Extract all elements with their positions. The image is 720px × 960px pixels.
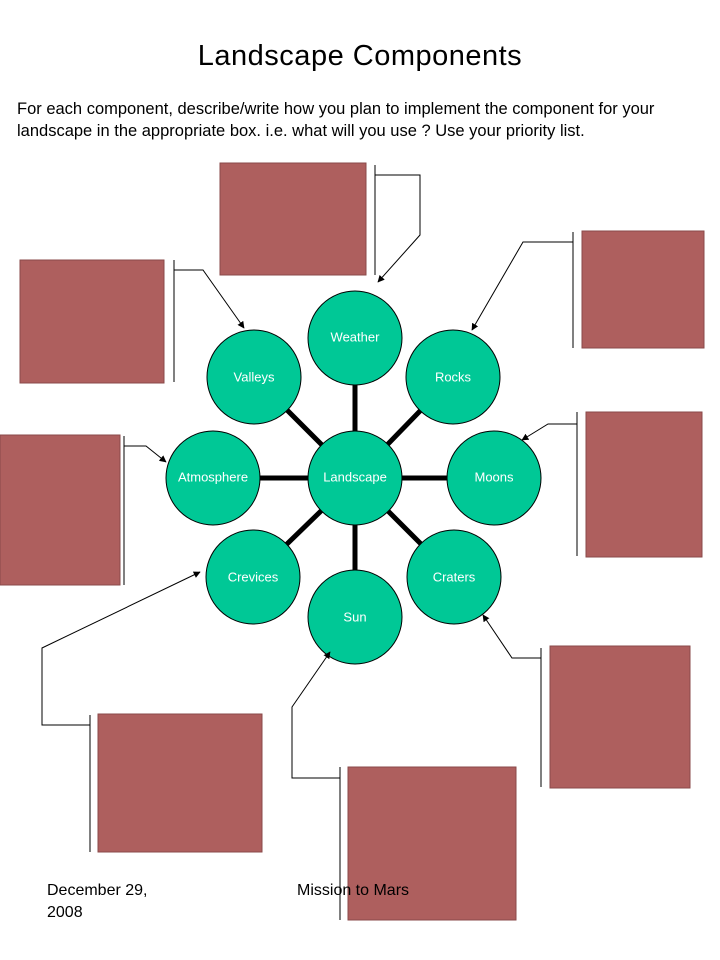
- connector-sun: [291, 652, 341, 920]
- node-label-rocks: Rocks: [435, 369, 472, 384]
- node-weather: [307, 290, 403, 386]
- node-moons: [446, 430, 542, 526]
- node-center: [307, 430, 403, 526]
- node-label-center: Landscape: [323, 469, 387, 484]
- node-label-sun: Sun: [343, 609, 366, 624]
- connector-crevices: [41, 572, 200, 852]
- connector-rocks: [472, 232, 574, 348]
- answer-box-atmosphere[interactable]: [0, 434, 121, 586]
- node-label-valleys: Valleys: [234, 369, 275, 384]
- node-atmosphere: [165, 430, 261, 526]
- answer-box-moons[interactable]: [585, 411, 703, 558]
- node-label-weather: Weather: [331, 329, 381, 344]
- node-label-moons: Moons: [474, 469, 514, 484]
- answer-box-crevices[interactable]: [97, 713, 263, 853]
- node-rocks: [405, 329, 501, 425]
- connector-moons: [522, 412, 578, 556]
- answer-box-weather[interactable]: [219, 162, 367, 276]
- node-label-crevices: Crevices: [228, 569, 279, 584]
- page-title: Landscape Components: [197, 40, 523, 72]
- answer-box-sun[interactable]: [347, 766, 517, 921]
- node-sun: [307, 569, 403, 665]
- instructions-text: For each component, describe/write how y…: [17, 100, 655, 140]
- node-craters: [406, 529, 502, 625]
- connector-weather: [375, 165, 421, 282]
- footer-title: Mission to Mars: [297, 882, 410, 899]
- footer-date: December 29, 2008: [47, 882, 148, 921]
- connector-atmosphere: [123, 436, 166, 585]
- node-valleys: [206, 329, 302, 425]
- connector-valleys: [173, 260, 244, 382]
- connector-craters: [483, 615, 542, 787]
- node-label-atmosphere: Atmosphere: [178, 469, 248, 484]
- answer-box-rocks[interactable]: [581, 230, 705, 349]
- node-label-craters: Craters: [433, 569, 476, 584]
- answer-box-craters[interactable]: [549, 645, 691, 789]
- answer-box-valleys[interactable]: [19, 259, 165, 384]
